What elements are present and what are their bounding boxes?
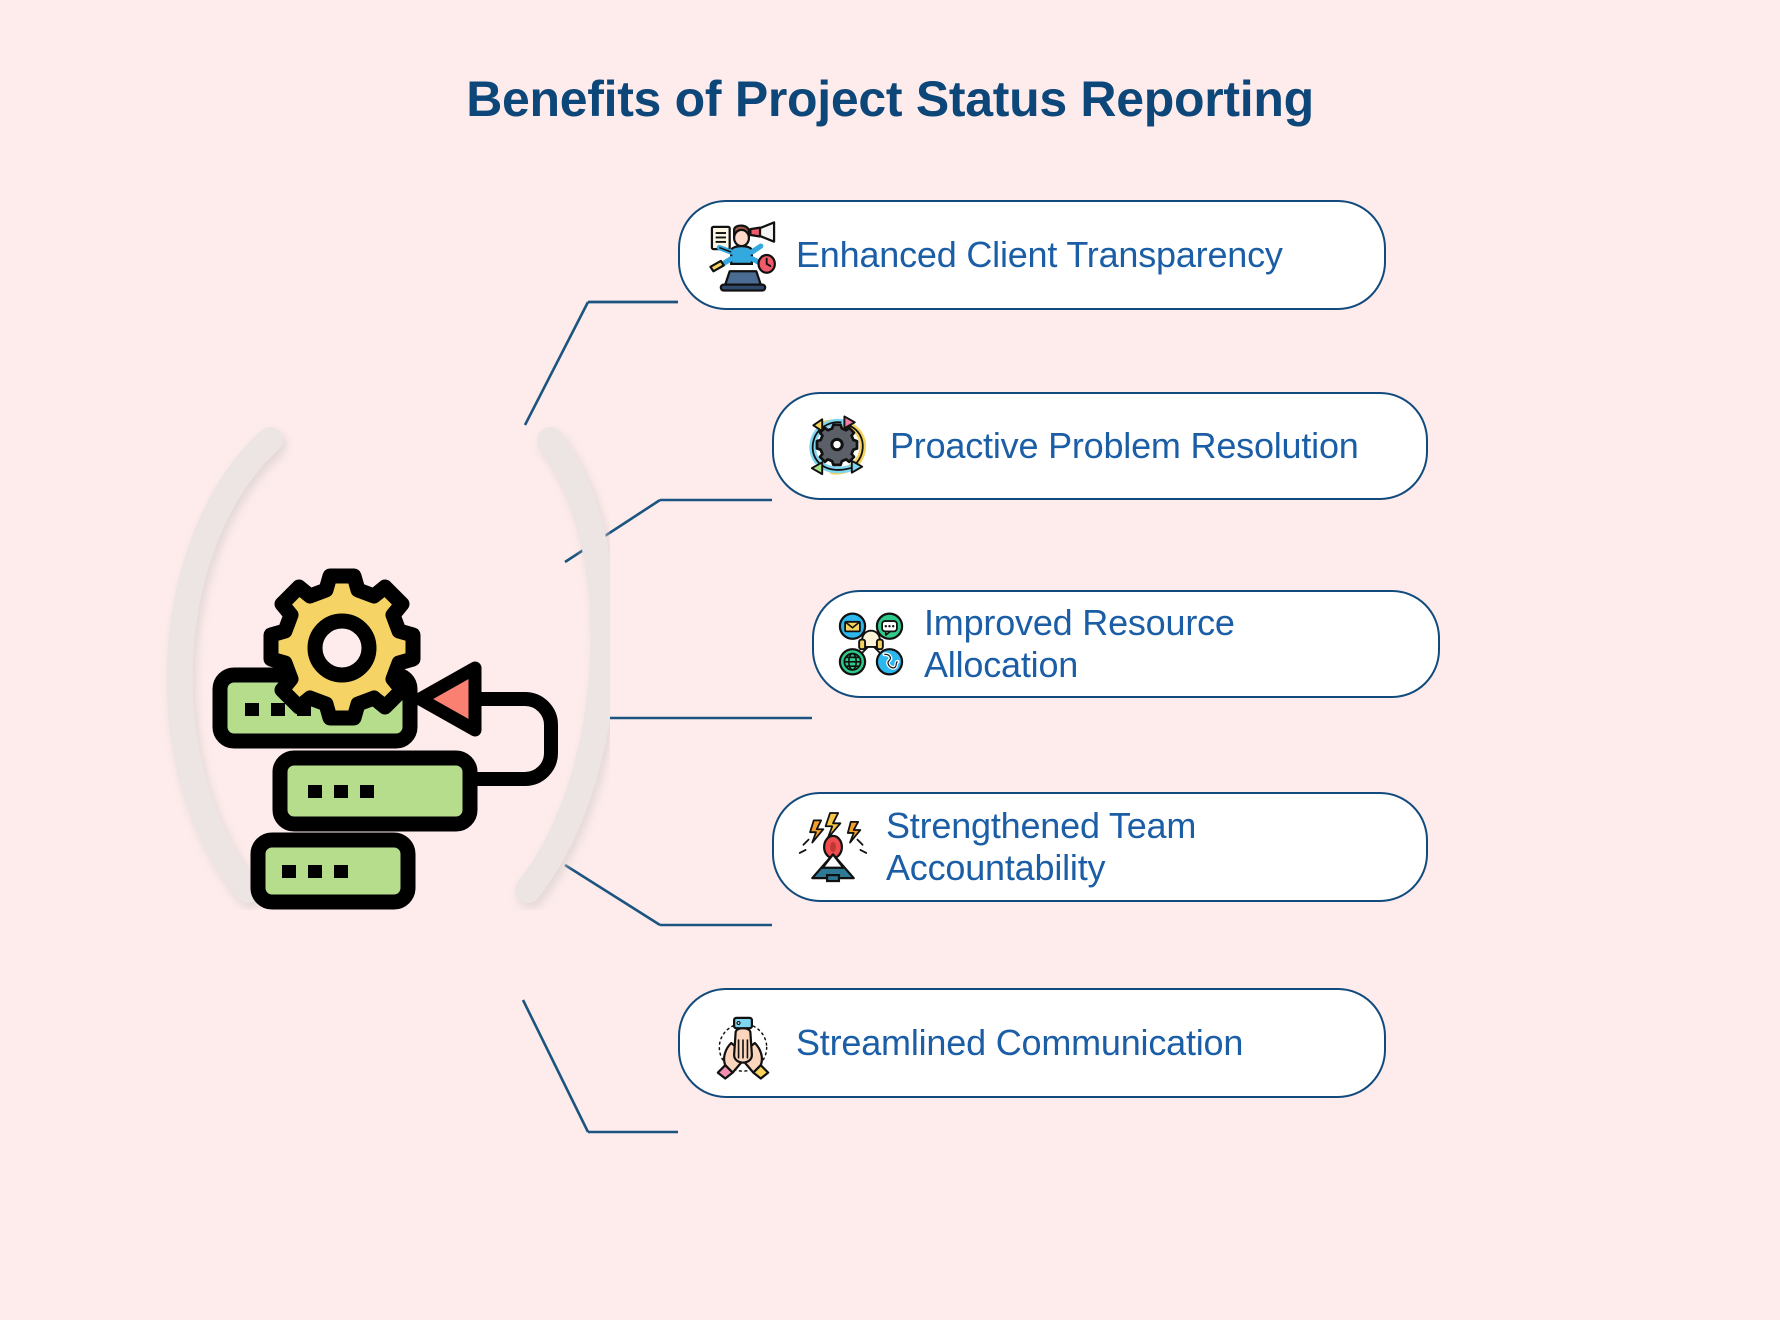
page-title: Benefits of Project Status Reporting — [466, 71, 1314, 127]
benefit-label-line-1: Improved Resource — [924, 601, 1235, 643]
benefit-card-enhanced-client-transparency[interactable]: Enhanced Client Transparency — [678, 200, 1386, 310]
benefit-label: Improved Resource Allocation — [924, 602, 1235, 687]
benefit-card-proactive-problem-resolution[interactable]: Proactive Problem Resolution — [772, 392, 1428, 500]
benefit-card-streamlined-communication[interactable]: Streamlined Communication — [678, 988, 1386, 1098]
stressed-person-alert-icon — [798, 812, 868, 883]
benefit-card-strengthened-team-accountability[interactable]: Strengthened Team Accountability — [772, 792, 1428, 902]
multitasking-person-megaphone-icon — [709, 221, 776, 292]
teamwork-hands-stack-icon — [716, 1016, 770, 1080]
benefit-label-line-1: Strengthened Team — [886, 804, 1197, 846]
task-bar-2 — [272, 750, 478, 832]
right-curly-bracket — [515, 427, 610, 903]
benefit-label: Proactive Problem Resolution — [890, 424, 1359, 466]
benefit-card-improved-resource-allocation[interactable]: Improved Resource Allocation — [812, 590, 1440, 698]
project-status-illustration — [166, 427, 610, 910]
benefit-label: Enhanced Client Transparency — [796, 233, 1283, 275]
benefit-label-line-2: Allocation — [924, 644, 1079, 685]
gear-icon — [263, 568, 421, 726]
task-bar-3 — [250, 832, 416, 910]
left-curly-bracket — [166, 427, 283, 903]
feedback-loop-arrow-path — [448, 692, 558, 786]
benefit-label: Streamlined Communication — [796, 1021, 1244, 1063]
benefit-label-line-2: Accountability — [886, 847, 1106, 888]
benefit-label: Strengthened Team Accountability — [886, 805, 1196, 890]
communication-channels-grid-icon — [838, 612, 904, 676]
cyclical-process-gear-icon — [809, 415, 867, 476]
feedback-loop-arrow-head — [413, 661, 482, 737]
